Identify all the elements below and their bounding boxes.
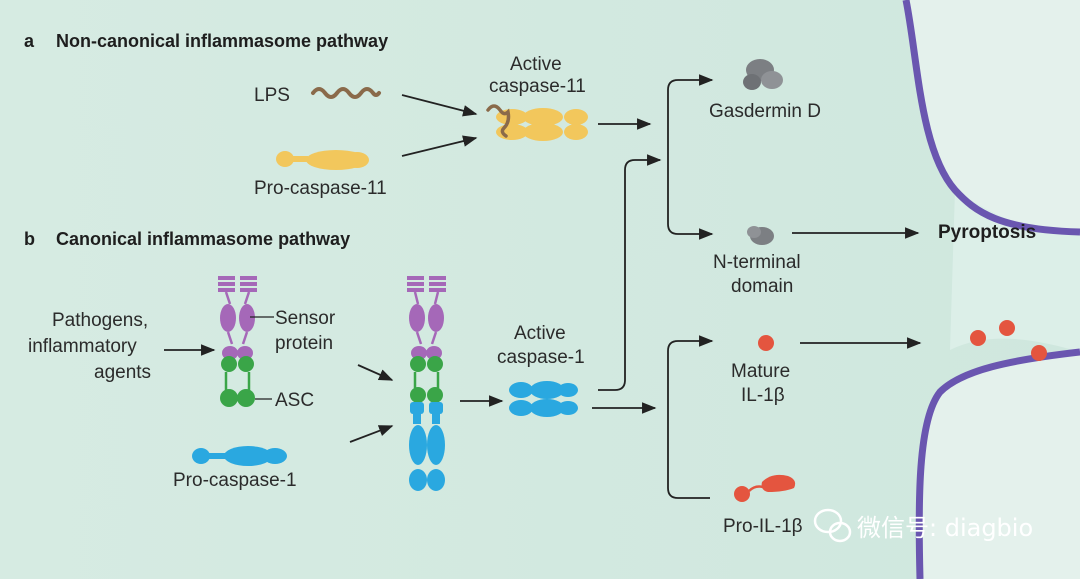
pathogens-label-1: Pathogens, <box>52 310 148 331</box>
active-caspase-11-label-1: Active <box>510 54 562 75</box>
lps-molecule <box>311 87 381 99</box>
lps-label: LPS <box>254 85 290 106</box>
extracellular-lower <box>919 352 1080 579</box>
n-terminal-label-2: domain <box>731 276 793 297</box>
pyroptosis-label: Pyroptosis <box>938 222 1036 243</box>
panel-b-letter: b <box>24 229 35 249</box>
panel-a-letter: a <box>24 31 35 51</box>
inflammasome-complex <box>407 276 446 491</box>
gasdermin-d-label: Gasdermin D <box>709 101 821 122</box>
pro-caspase-11-shape <box>276 150 369 170</box>
il1b-cleavage-bracket <box>667 335 714 499</box>
released-il1b-3 <box>1031 345 1047 361</box>
asc-label: ASC <box>275 390 314 411</box>
pro-il1b-shape <box>734 474 796 502</box>
active-caspase-1-shape <box>509 381 578 417</box>
arrow-pro-caspase-1-to-inflammasome <box>349 425 394 443</box>
pore-region <box>950 190 1080 352</box>
sensor-asc-complex <box>218 276 257 407</box>
mature-il1b-label-1: Mature <box>731 361 790 382</box>
pro-caspase-1-label: Pro-caspase-1 <box>173 470 297 491</box>
cell-membrane-lower <box>915 348 1080 579</box>
arrow-pro-caspase-11 <box>401 135 478 157</box>
active-caspase-1-label-1: Active <box>514 323 566 344</box>
gasdermin-cleavage-bracket <box>667 74 714 240</box>
wechat-icon <box>813 508 852 543</box>
sensor-label-1: Sensor <box>275 308 336 329</box>
n-terminal-domain-shape <box>747 226 774 245</box>
released-il1b-2 <box>999 320 1015 336</box>
pathogens-label-2: inflammatory <box>28 336 137 357</box>
active-caspase-11-label-2: caspase-11 <box>489 76 586 97</box>
pathogens-label-3: agents <box>94 362 151 383</box>
pro-il1b-label: Pro-IL-1β <box>723 516 803 537</box>
active-caspase-1-label-2: caspase-1 <box>497 347 585 368</box>
mature-il1b-label-2: IL-1β <box>741 385 785 406</box>
panel-a-title: Non-canonical inflammasome pathway <box>56 31 388 51</box>
arrow-lps <box>401 94 478 117</box>
panel-b-title: Canonical inflammasome pathway <box>56 229 350 249</box>
watermark-text: 微信号: diagbio <box>857 514 1033 542</box>
cell-membrane-upper <box>902 0 1080 236</box>
arrow-caspase-1-to-gasdermin <box>598 154 662 391</box>
extracellular-upper <box>906 0 1080 232</box>
mature-il1b-shape <box>758 335 774 351</box>
gasdermin-d-shape <box>743 59 783 90</box>
released-il1b-1 <box>970 330 986 346</box>
arrow-sensor-to-inflammasome <box>357 364 394 381</box>
sensor-label-2: protein <box>275 333 333 354</box>
pro-caspase-11-label: Pro-caspase-11 <box>254 178 387 199</box>
active-caspase-11-shape <box>486 104 588 141</box>
pro-caspase-1-shape <box>192 446 287 466</box>
n-terminal-label-1: N-terminal <box>713 252 801 273</box>
